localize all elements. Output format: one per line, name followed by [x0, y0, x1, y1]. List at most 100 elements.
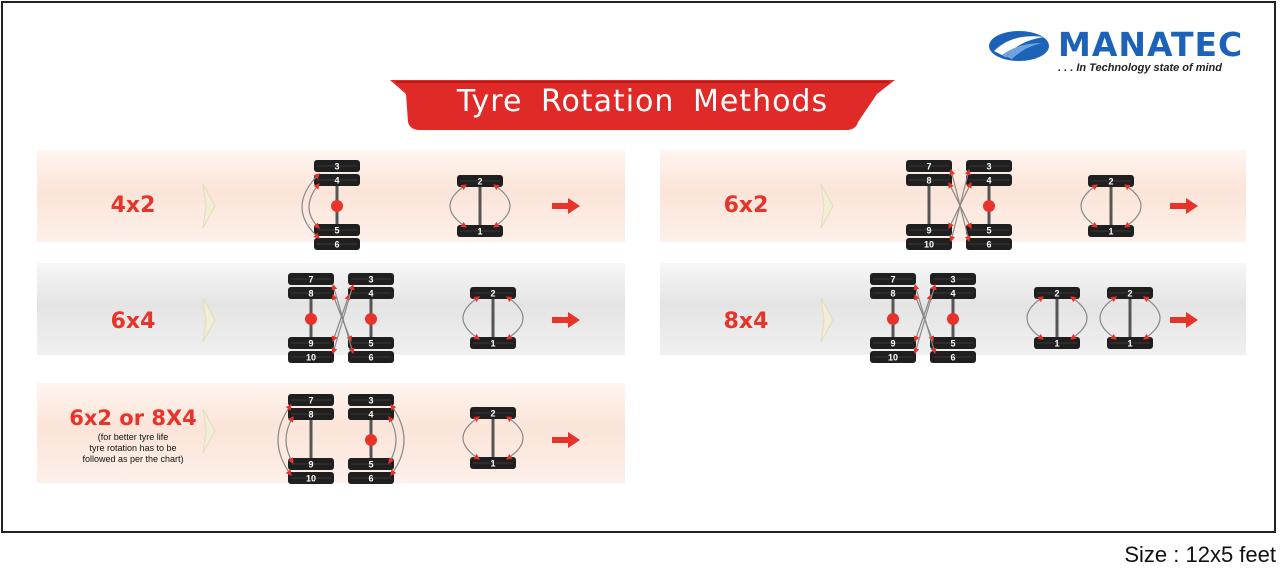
tyre-9: 9: [288, 337, 334, 349]
rotation-arrow: [331, 283, 355, 355]
svg-text:1: 1: [490, 459, 495, 469]
note-line-3: followed as per the chart): [82, 454, 184, 464]
svg-text:9: 9: [890, 339, 895, 349]
svg-text:1: 1: [477, 227, 482, 237]
tyre-4: 4: [348, 287, 394, 299]
rotation-diagrams: 3 4 5 6 2 1 7 8 9 10 3 4 5 6 2 1 7 8 9 10 3 4 5 6 2 1 7 8 9 10 3 4 5 6 2 1 7…: [202, 160, 1198, 484]
brand-name: MANATEC: [1058, 25, 1244, 64]
method-label-6x4: 6x4: [110, 309, 156, 334]
tyre-1b: 1: [1107, 337, 1153, 349]
svg-text:9: 9: [926, 226, 931, 236]
tyre-9: 9: [288, 458, 334, 470]
svg-text:3: 3: [986, 162, 991, 172]
rotation-arrow: [449, 184, 468, 228]
tyre-3: 3: [348, 394, 394, 406]
svg-text:3: 3: [368, 275, 373, 285]
rotation-arrow: [1142, 296, 1161, 340]
rotation-arrow: [505, 296, 524, 340]
chevron-icon: [202, 297, 216, 343]
svg-text:7: 7: [308, 396, 313, 406]
svg-text:4: 4: [986, 176, 991, 186]
tyre-6: 6: [930, 351, 976, 363]
tyre-8: 8: [288, 287, 334, 299]
tyre-2: 2: [457, 175, 503, 187]
tyre-6: 6: [348, 351, 394, 363]
rotation-arrow: [285, 415, 294, 465]
svg-text:2: 2: [490, 409, 495, 419]
hub-dot: [331, 200, 343, 212]
tyre-5: 5: [314, 224, 360, 236]
method-label-4x2: 4x2: [110, 193, 156, 218]
rotation-arrow: [492, 184, 511, 228]
svg-text:4: 4: [368, 289, 373, 299]
svg-text:8: 8: [926, 176, 931, 186]
direction-arrow-icon: [1170, 312, 1198, 328]
svg-text:10: 10: [924, 240, 934, 250]
hub-dot: [947, 313, 959, 325]
tyre-1: 1: [470, 337, 516, 349]
note-line-1: (for better tyre life: [97, 432, 169, 442]
hub-dot: [365, 313, 377, 325]
svg-text:2: 2: [1108, 177, 1113, 187]
tyre-1: 1: [1088, 225, 1134, 237]
svg-text:7: 7: [308, 275, 313, 285]
rotation-arrow: [948, 181, 972, 230]
tyre-7: 7: [288, 273, 334, 285]
rotation-arrow: [308, 183, 320, 229]
tyre-9: 9: [906, 224, 952, 236]
manatec-emblem-icon: [989, 31, 1049, 61]
direction-arrow-icon: [552, 432, 580, 448]
svg-text:8: 8: [890, 289, 895, 299]
brand-tagline: . . . In Technology state of mind: [1058, 62, 1222, 74]
tyre-6: 6: [348, 472, 394, 484]
rotation-arrow: [913, 283, 937, 355]
tyre-8: 8: [870, 287, 916, 299]
tyre-4: 4: [348, 408, 394, 420]
tyre-8: 8: [906, 174, 952, 186]
hub-dot: [365, 434, 377, 446]
svg-text:6: 6: [368, 353, 373, 363]
svg-text:9: 9: [308, 339, 313, 349]
svg-text:5: 5: [950, 339, 955, 349]
tyre-3: 3: [930, 273, 976, 285]
svg-text:5: 5: [368, 460, 373, 470]
rotation-arrow: [1069, 296, 1088, 340]
tyre-6: 6: [966, 238, 1012, 250]
method-label-6x2: 6x2: [723, 193, 769, 218]
rotation-arrow: [1080, 184, 1099, 228]
svg-text:5: 5: [986, 226, 991, 236]
tyre-4: 4: [966, 174, 1012, 186]
svg-text:2: 2: [1127, 289, 1132, 299]
tyre-10: 10: [906, 238, 952, 250]
rotation-arrow: [1026, 296, 1045, 340]
svg-text:6: 6: [368, 474, 373, 484]
svg-text:5: 5: [334, 226, 339, 236]
tyre-5: 5: [930, 337, 976, 349]
svg-text:6: 6: [986, 240, 991, 250]
svg-text:1: 1: [1054, 339, 1059, 349]
svg-text:8: 8: [308, 289, 313, 299]
svg-text:4: 4: [950, 289, 955, 299]
tyre-1: 1: [457, 225, 503, 237]
hub-dot: [305, 313, 317, 325]
svg-text:7: 7: [890, 275, 895, 285]
direction-arrow-icon: [552, 198, 580, 214]
tyre-10: 10: [288, 472, 334, 484]
svg-text:6: 6: [334, 240, 339, 250]
chevron-icon: [202, 183, 216, 229]
chevron-icon: [820, 183, 834, 229]
svg-text:10: 10: [306, 353, 316, 363]
svg-text:10: 10: [306, 474, 316, 484]
svg-text:3: 3: [368, 396, 373, 406]
svg-text:7: 7: [926, 162, 931, 172]
tyre-5: 5: [348, 458, 394, 470]
direction-arrow-icon: [1170, 198, 1198, 214]
tyre-1: 1: [1034, 337, 1080, 349]
tyre-4: 4: [314, 174, 360, 186]
tyre-2: 2: [470, 287, 516, 299]
chevron-icon: [820, 297, 834, 343]
svg-text:1: 1: [1127, 339, 1132, 349]
tyre-4: 4: [930, 287, 976, 299]
method-note: (for better tyre life tyre rotation has …: [58, 432, 208, 465]
rotation-arrow: [1123, 184, 1142, 228]
